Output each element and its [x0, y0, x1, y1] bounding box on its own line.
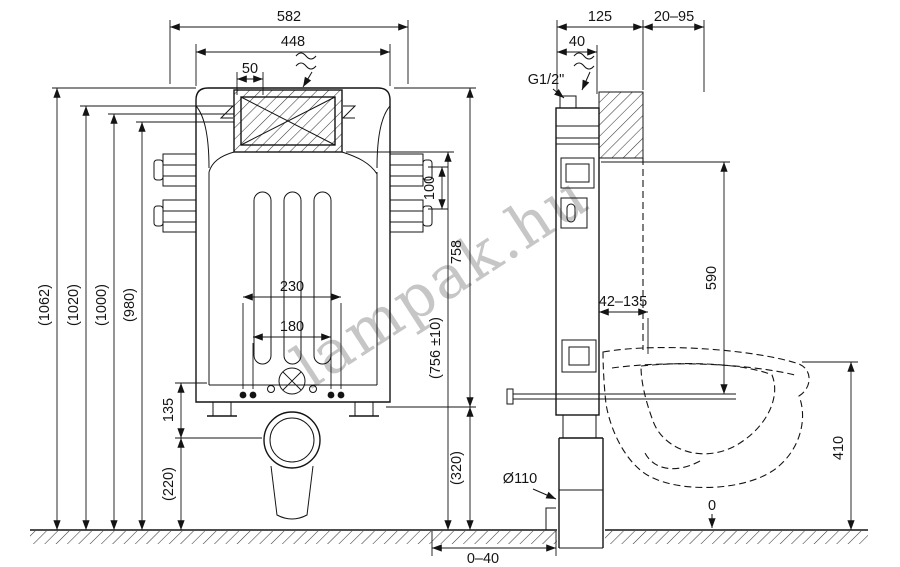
dim-bolt-spacing-inner: 180 [252, 319, 332, 389]
break-mark-left [219, 105, 235, 119]
dim-label-582: 582 [277, 9, 301, 25]
floor-zero-label: 0 [708, 498, 716, 514]
dim-bracket-spacing: 100 [422, 166, 448, 210]
dim-label-320: (320) [449, 451, 465, 485]
bracket-left-upper [153, 153, 197, 187]
fixings-and-drain-front [239, 367, 345, 520]
wall-section [598, 91, 644, 350]
dim-bowl-height: 410 [802, 361, 858, 530]
dim-label-1062: (1062) [37, 284, 53, 326]
drain-pipe-side [557, 415, 605, 550]
break-mark-right [341, 105, 357, 119]
cistern-body [195, 87, 391, 417]
water-flow-symbol-front [295, 52, 317, 88]
dim-label-0-40: 0–40 [467, 551, 499, 567]
fixing-bolt [337, 391, 345, 399]
dim-overall-width: 582 [169, 9, 409, 84]
bracket-right-upper [389, 153, 433, 187]
dim-label-230: 230 [280, 279, 304, 295]
bracket-left-lower [153, 199, 197, 233]
dim-floor-build-range: 0–40 [431, 531, 557, 567]
dim-label-220: (220) [161, 467, 177, 501]
dim-label-100: 100 [422, 176, 438, 200]
plate-mount-box [560, 197, 588, 229]
dim-label-1000: (1000) [94, 284, 110, 326]
dim-height-1020: (1020) [66, 105, 234, 530]
frame-profile [545, 95, 600, 530]
drain-socket-front [263, 411, 321, 469]
dim-height-590: 590 [601, 161, 730, 394]
drain-pipe-front [270, 465, 314, 520]
bracket-right-lower [389, 199, 433, 233]
dim-top-depth: 40 [557, 34, 598, 94]
rib-slot [283, 191, 302, 365]
left-foot [212, 401, 232, 417]
label-drain-diameter: Ø110 [503, 471, 557, 500]
dim-base-height: (320) [449, 407, 474, 530]
label-water-inlet: G1/2" [528, 72, 565, 99]
wc-bowl-outline [602, 347, 810, 488]
dim-label-1020: (1020) [66, 284, 82, 326]
floor-hatch [30, 531, 868, 544]
fixing-bolt [327, 391, 335, 399]
dim-module-depth: 125 [556, 9, 644, 92]
label-floor-zero: 0 [708, 498, 716, 528]
frame-foot [545, 507, 556, 530]
dim-frame-width: 448 [195, 34, 391, 86]
dim-bolt-spacing-outer: 230 [242, 279, 342, 389]
water-inlet-stub [559, 95, 577, 109]
dim-outlet-height: (220) [161, 438, 185, 530]
dim-plate-offset: 50 [236, 61, 264, 95]
floor-line [30, 529, 868, 544]
dim-label-448: 448 [281, 34, 305, 50]
dim-outlet-to-base: 135 [161, 382, 262, 439]
dim-wall-range: 20–95 [643, 9, 705, 92]
fill-valve-window [560, 157, 595, 189]
dim-label-756: (756 ±10) [428, 317, 444, 379]
rib-slot [313, 191, 332, 365]
rib-slot [253, 191, 272, 365]
side-view: 125 20–95 40 G1/2" 590 42–135 [431, 9, 858, 567]
dim-label-180: 180 [280, 319, 304, 335]
fixing-rod [506, 388, 736, 405]
dim-frame-height: 758 [386, 87, 476, 408]
flush-plate-opening [219, 89, 357, 153]
dim-label-980: (980) [122, 288, 138, 322]
fixing-bolt [249, 391, 257, 399]
dim-height-980: (980) [122, 121, 234, 530]
water-flow-symbol-side [573, 52, 595, 91]
water-inlet-label: G1/2" [528, 72, 565, 88]
dim-height-1000: (1000) [94, 113, 234, 530]
dim-label-50: 50 [242, 61, 258, 77]
dim-label-758: 758 [449, 240, 465, 264]
dim-label-40: 40 [569, 34, 585, 50]
mounting-brackets [153, 153, 433, 233]
dim-flush-pipe-range: 42–135 [599, 294, 649, 354]
dim-plate-height-tolerance: (756 ±10) [346, 151, 454, 530]
flush-bend-front [278, 367, 306, 395]
dim-label-20-95: 20–95 [654, 9, 694, 25]
dim-label-410: 410 [831, 436, 847, 460]
dim-label-135: 135 [161, 398, 177, 422]
dim-label-125: 125 [588, 9, 612, 25]
dim-height-1062: (1062) [37, 87, 196, 530]
dim-label-590: 590 [704, 266, 720, 290]
dim-label-42-135: 42–135 [599, 294, 647, 310]
front-view: 582 448 50 (1062) (1020) (1000) [37, 9, 476, 530]
fixing-bolt [239, 391, 247, 399]
right-foot [354, 401, 374, 417]
drain-diameter-label: Ø110 [503, 471, 537, 487]
outlet-box [561, 339, 597, 373]
